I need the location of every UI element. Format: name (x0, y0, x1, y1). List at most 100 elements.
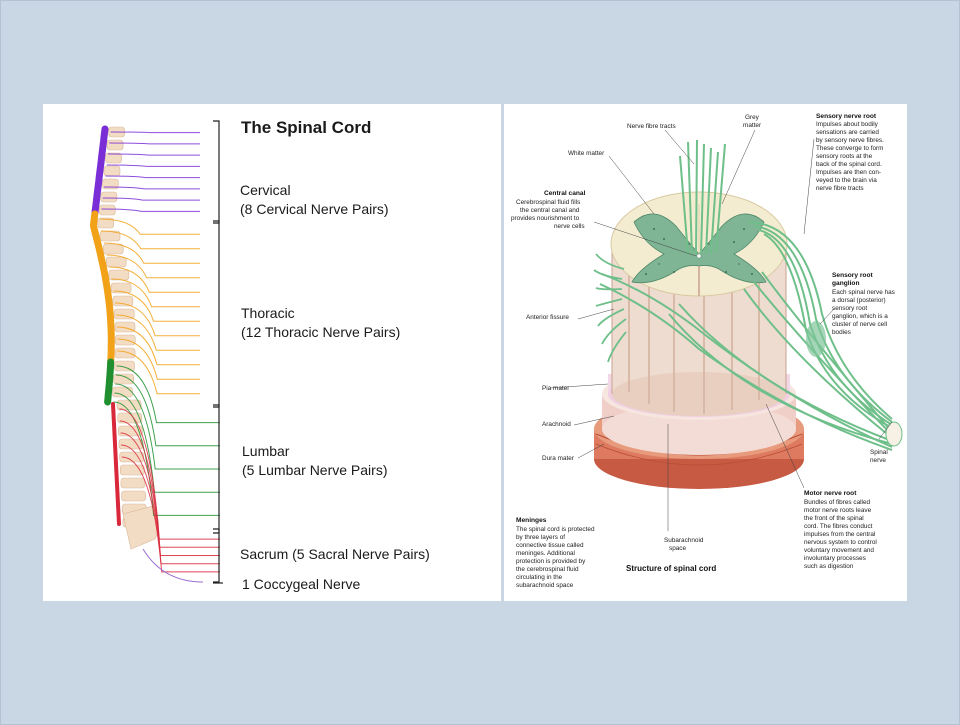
motor-root-text-8: involuntary processes (804, 555, 866, 562)
meninges-text-2: by three layers of (516, 534, 565, 541)
nerve-line (103, 242, 200, 264)
vertebra (118, 438, 144, 450)
motor-root-text-4: cord. The fibres conduct (804, 523, 873, 530)
sacral-region-label: Sacrum (5 Sacral Nerve Pairs) (240, 546, 430, 562)
grey-matter-label-line1: Grey (745, 114, 760, 121)
nerve-line (101, 208, 200, 212)
spinal-cord-segment (104, 358, 115, 406)
spinal-cord-segment (111, 402, 121, 526)
structure-caption: Structure of spinal cord (626, 564, 716, 573)
ganglion-text-3: sensory root (832, 305, 867, 312)
nerve-line (116, 365, 220, 424)
vertebra (114, 360, 135, 372)
spinal-nerve-end (885, 421, 903, 447)
sensory-root-text-8: veyed to the brain via (816, 177, 877, 184)
pia-mater-label: Pia mater (542, 385, 570, 392)
spinal-nerve-roots (599, 221, 893, 451)
nerve-line (116, 326, 200, 366)
vertebra (102, 178, 119, 190)
nerve-fibre-tracts-label: Nerve fibre tracts (627, 123, 676, 130)
nerve-line (115, 302, 200, 337)
meninges-text-5: protection is provided by (516, 558, 586, 565)
spinal-cord-segment (91, 125, 109, 217)
cervical-region-label: Cervical (240, 182, 291, 198)
nerve-line (116, 314, 200, 351)
sensory-nerve-root-title: Sensory nerve root (816, 113, 877, 120)
motor-root-text-9: such as digestion (804, 563, 854, 570)
central-canal-text-2: the central canal and (520, 207, 580, 214)
vertebra (119, 451, 144, 463)
thoracic-region-label: Thoracic (241, 305, 295, 321)
vertebra (113, 373, 134, 385)
ganglion-text-5: cluster of nerve cell (832, 321, 887, 328)
ganglion-text-4: ganglion, which is a (832, 313, 888, 320)
central-canal-title: Central canal (544, 190, 586, 197)
vertebra (114, 347, 136, 359)
nerve-lines (100, 131, 220, 583)
cross-section-top (610, 191, 788, 297)
motor-root-text-3: the front of the spinal (804, 515, 864, 522)
motor-root-text-5: impulses from the central (804, 531, 875, 538)
region-bracket (213, 220, 220, 408)
spinal-cord-overview-panel: The Spinal Cord Cervical (8 Cervical Ner… (43, 104, 501, 601)
region-bracket (213, 404, 220, 534)
nerve-line (115, 374, 220, 447)
ganglion-text-2: a dorsal (posterior) (832, 297, 886, 304)
vertebra (98, 204, 116, 216)
thoracic-region-detail: (12 Thoracic Nerve Pairs) (241, 324, 400, 340)
nerve-line (106, 254, 200, 279)
region-bracket (213, 528, 220, 583)
sensory-root-text-4: These converge to form (816, 145, 884, 152)
ganglion-text-1: Each spinal nerve has (832, 289, 895, 296)
motor-nerve-root-title: Motor nerve root (804, 490, 857, 497)
motor-root-text-1: Bundles of fibres called (804, 499, 871, 506)
vertebra (120, 477, 146, 489)
nerve-line (121, 456, 220, 573)
meninges-text-4: meninges. Additional (516, 550, 575, 557)
motor-root-text-7: voluntary movement and (804, 547, 874, 554)
nerve-line (110, 131, 200, 134)
nerve-line (117, 350, 200, 395)
central-canal-text-3: provides nourishment to (511, 215, 580, 222)
motor-root-text-6: nervous system to control (804, 539, 877, 546)
vertebra (100, 191, 118, 203)
left-nerve-roots (593, 253, 627, 363)
vertebra (105, 256, 127, 268)
coccygeal-nerve-line (142, 548, 204, 583)
subarachnoid-label-line1: Subarachnoid (664, 537, 704, 544)
spinal-nerve-label-line1: Spinal (870, 449, 888, 456)
vertebra (120, 464, 145, 476)
motor-root-text-2: motor nerve roots leave (804, 507, 872, 514)
vertebra (121, 490, 146, 502)
central-canal-text-1: Cerebrospinal fluid fills (516, 199, 580, 206)
vertebra (105, 152, 122, 164)
nerve-line (102, 197, 200, 201)
vertebra (112, 295, 134, 307)
nerve-line (103, 186, 200, 190)
nerve-line (109, 266, 200, 293)
region-bracket (213, 120, 220, 224)
arachnoid-label: Arachnoid (542, 421, 571, 428)
sensory-root-text-3: by sensory nerve fibres. (816, 137, 884, 144)
vertebra (106, 139, 124, 151)
meninges-text-7: circulating in the (516, 574, 563, 581)
ganglion-text-6: bodies (832, 329, 851, 336)
lumbar-region-label: Lumbar (242, 443, 290, 459)
sensory-root-text-9: nerve fibre tracts (816, 185, 864, 192)
cervical-region-detail: (8 Cervical Nerve Pairs) (240, 201, 389, 217)
grey-matter-label-line2: matter (743, 122, 762, 129)
spinal-cord-title: The Spinal Cord (241, 118, 371, 137)
white-matter-label: White matter (568, 150, 605, 157)
nerve-line (105, 175, 200, 179)
dura-mater-label: Dura mater (542, 455, 575, 462)
spinal-cord-structure-panel: Nerve fibre tracts Grey matter White mat… (504, 104, 907, 601)
ganglion-title-line1: Sensory root (832, 272, 873, 279)
nerve-line (117, 338, 200, 380)
nerve-line (106, 164, 200, 167)
anterior-fissure-label: Anterior fissure (526, 314, 569, 321)
meninges-text-3: connective tissue called (516, 542, 584, 549)
spinal-cord-segments (89, 125, 121, 526)
vertebra (102, 243, 124, 255)
nerve-fibre-tracts (679, 139, 726, 255)
sensory-root-text-2: sensations are carried (816, 129, 879, 136)
